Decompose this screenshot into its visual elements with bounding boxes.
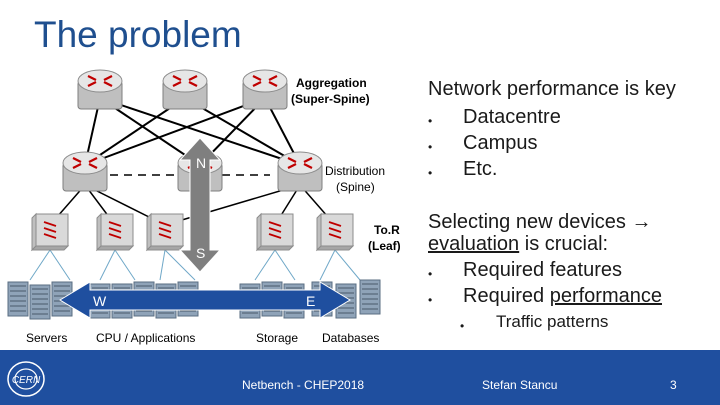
label-databases: Databases — [322, 331, 379, 345]
bullet: • — [428, 166, 433, 180]
cern-logo-icon: CERN — [7, 361, 45, 397]
bullet: • — [428, 267, 433, 281]
tor-switch-icon — [96, 213, 134, 251]
slide-title: The problem — [34, 14, 242, 55]
distribution-router-icon — [276, 150, 324, 193]
required-text: Required — [463, 285, 550, 307]
selecting-text: Selecting new devices — [428, 211, 632, 233]
label-cpu: CPU / Applications — [96, 331, 195, 345]
aggregation-router-icon — [161, 68, 209, 111]
footer-author: Stefan Stancu — [482, 378, 558, 392]
aggregation-router-icon — [241, 68, 289, 111]
tor-switch-icon — [31, 213, 69, 251]
evaluation-text: evaluation — [428, 233, 520, 255]
perf-item-etc: Etc. — [463, 158, 498, 180]
bullet: • — [428, 114, 433, 128]
label-servers: Servers — [26, 331, 67, 345]
label-super-spine: (Super-Spine) — [291, 92, 370, 106]
label-west: W — [93, 293, 107, 309]
label-south: S — [196, 245, 205, 261]
aggregation-router-icon — [76, 68, 124, 111]
perf-heading: Network performance is key — [428, 78, 676, 100]
performance-text: performance — [549, 285, 662, 307]
page-number: 3 — [670, 378, 677, 392]
west-east-arrow — [59, 281, 351, 319]
tor-switch-icon — [146, 213, 184, 251]
perf-item-datacentre: Datacentre — [463, 106, 561, 128]
svg-text:CERN: CERN — [12, 375, 41, 386]
label-east: E — [306, 293, 315, 309]
evaluation-line: evaluation is crucial: — [428, 233, 608, 256]
tor-switch-icon — [316, 213, 354, 251]
label-storage: Storage — [256, 331, 298, 345]
label-aggregation: Aggregation — [296, 76, 367, 90]
label-north: N — [196, 155, 206, 171]
label-distribution: Distribution — [325, 164, 385, 178]
traffic-patterns: Traffic patterns — [496, 312, 609, 331]
crucial-text: is crucial: — [519, 233, 609, 255]
bullet: • — [428, 140, 433, 154]
label-spine: (Spine) — [336, 180, 375, 194]
label-tor: To.R — [374, 223, 400, 237]
label-leaf: (Leaf) — [368, 239, 401, 253]
selecting-line: Selecting new devices → — [428, 211, 651, 234]
bullet: • — [428, 293, 433, 307]
distribution-router-icon — [61, 150, 109, 193]
north-south-arrow — [178, 137, 222, 273]
footer-title: Netbench - CHEP2018 — [242, 378, 365, 392]
perf-item-campus: Campus — [463, 132, 538, 154]
network-diagram: Aggregation (Super-Spine) Distribution (… — [7, 68, 401, 345]
required-performance-line: Required performance — [463, 285, 662, 308]
required-features: Required features — [463, 259, 622, 281]
tor-switch-icon — [256, 213, 294, 251]
footer-bar: CERN Netbench - CHEP2018 Stefan Stancu 3 — [0, 350, 720, 405]
bullet: • — [460, 319, 465, 333]
right-arrow-icon: → — [631, 211, 652, 233]
